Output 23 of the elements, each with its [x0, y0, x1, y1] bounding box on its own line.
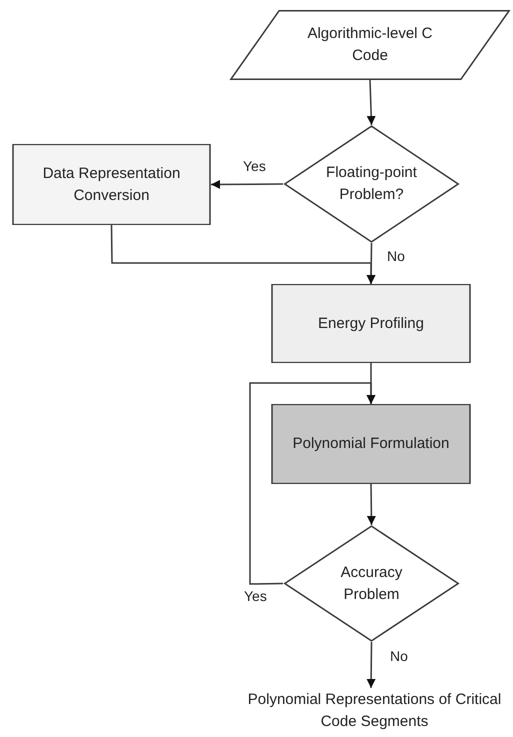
process-box	[271, 404, 471, 484]
node-text: Polynomial Formulation	[292, 434, 450, 454]
edge-label: Yes	[243, 588, 268, 604]
process-box	[12, 144, 211, 225]
edge-label: No	[389, 648, 409, 664]
node-text: Polynomial Representations of Critical Code Segments	[246, 690, 502, 732]
arrow	[366, 242, 376, 284]
arrow	[366, 80, 376, 126]
node-text: Accuracy Problem	[340, 562, 404, 604]
node-text: Algorithmic-level C Code	[306, 24, 434, 66]
decision-diamond	[283, 525, 460, 642]
input-parallelogram	[228, 10, 512, 80]
node-text: Floating-point Problem?	[325, 163, 418, 205]
arrow	[249, 382, 376, 585]
arrow	[366, 484, 376, 526]
arrow	[211, 180, 283, 189]
process-box	[271, 284, 471, 363]
node-text: Energy Profiling	[318, 314, 424, 334]
node-text: Data Representation Conversion	[42, 164, 182, 206]
edge-label: Yes	[242, 158, 267, 174]
decision-diamond	[283, 125, 460, 243]
arrow	[366, 642, 376, 688]
edge-label: No	[386, 248, 406, 264]
